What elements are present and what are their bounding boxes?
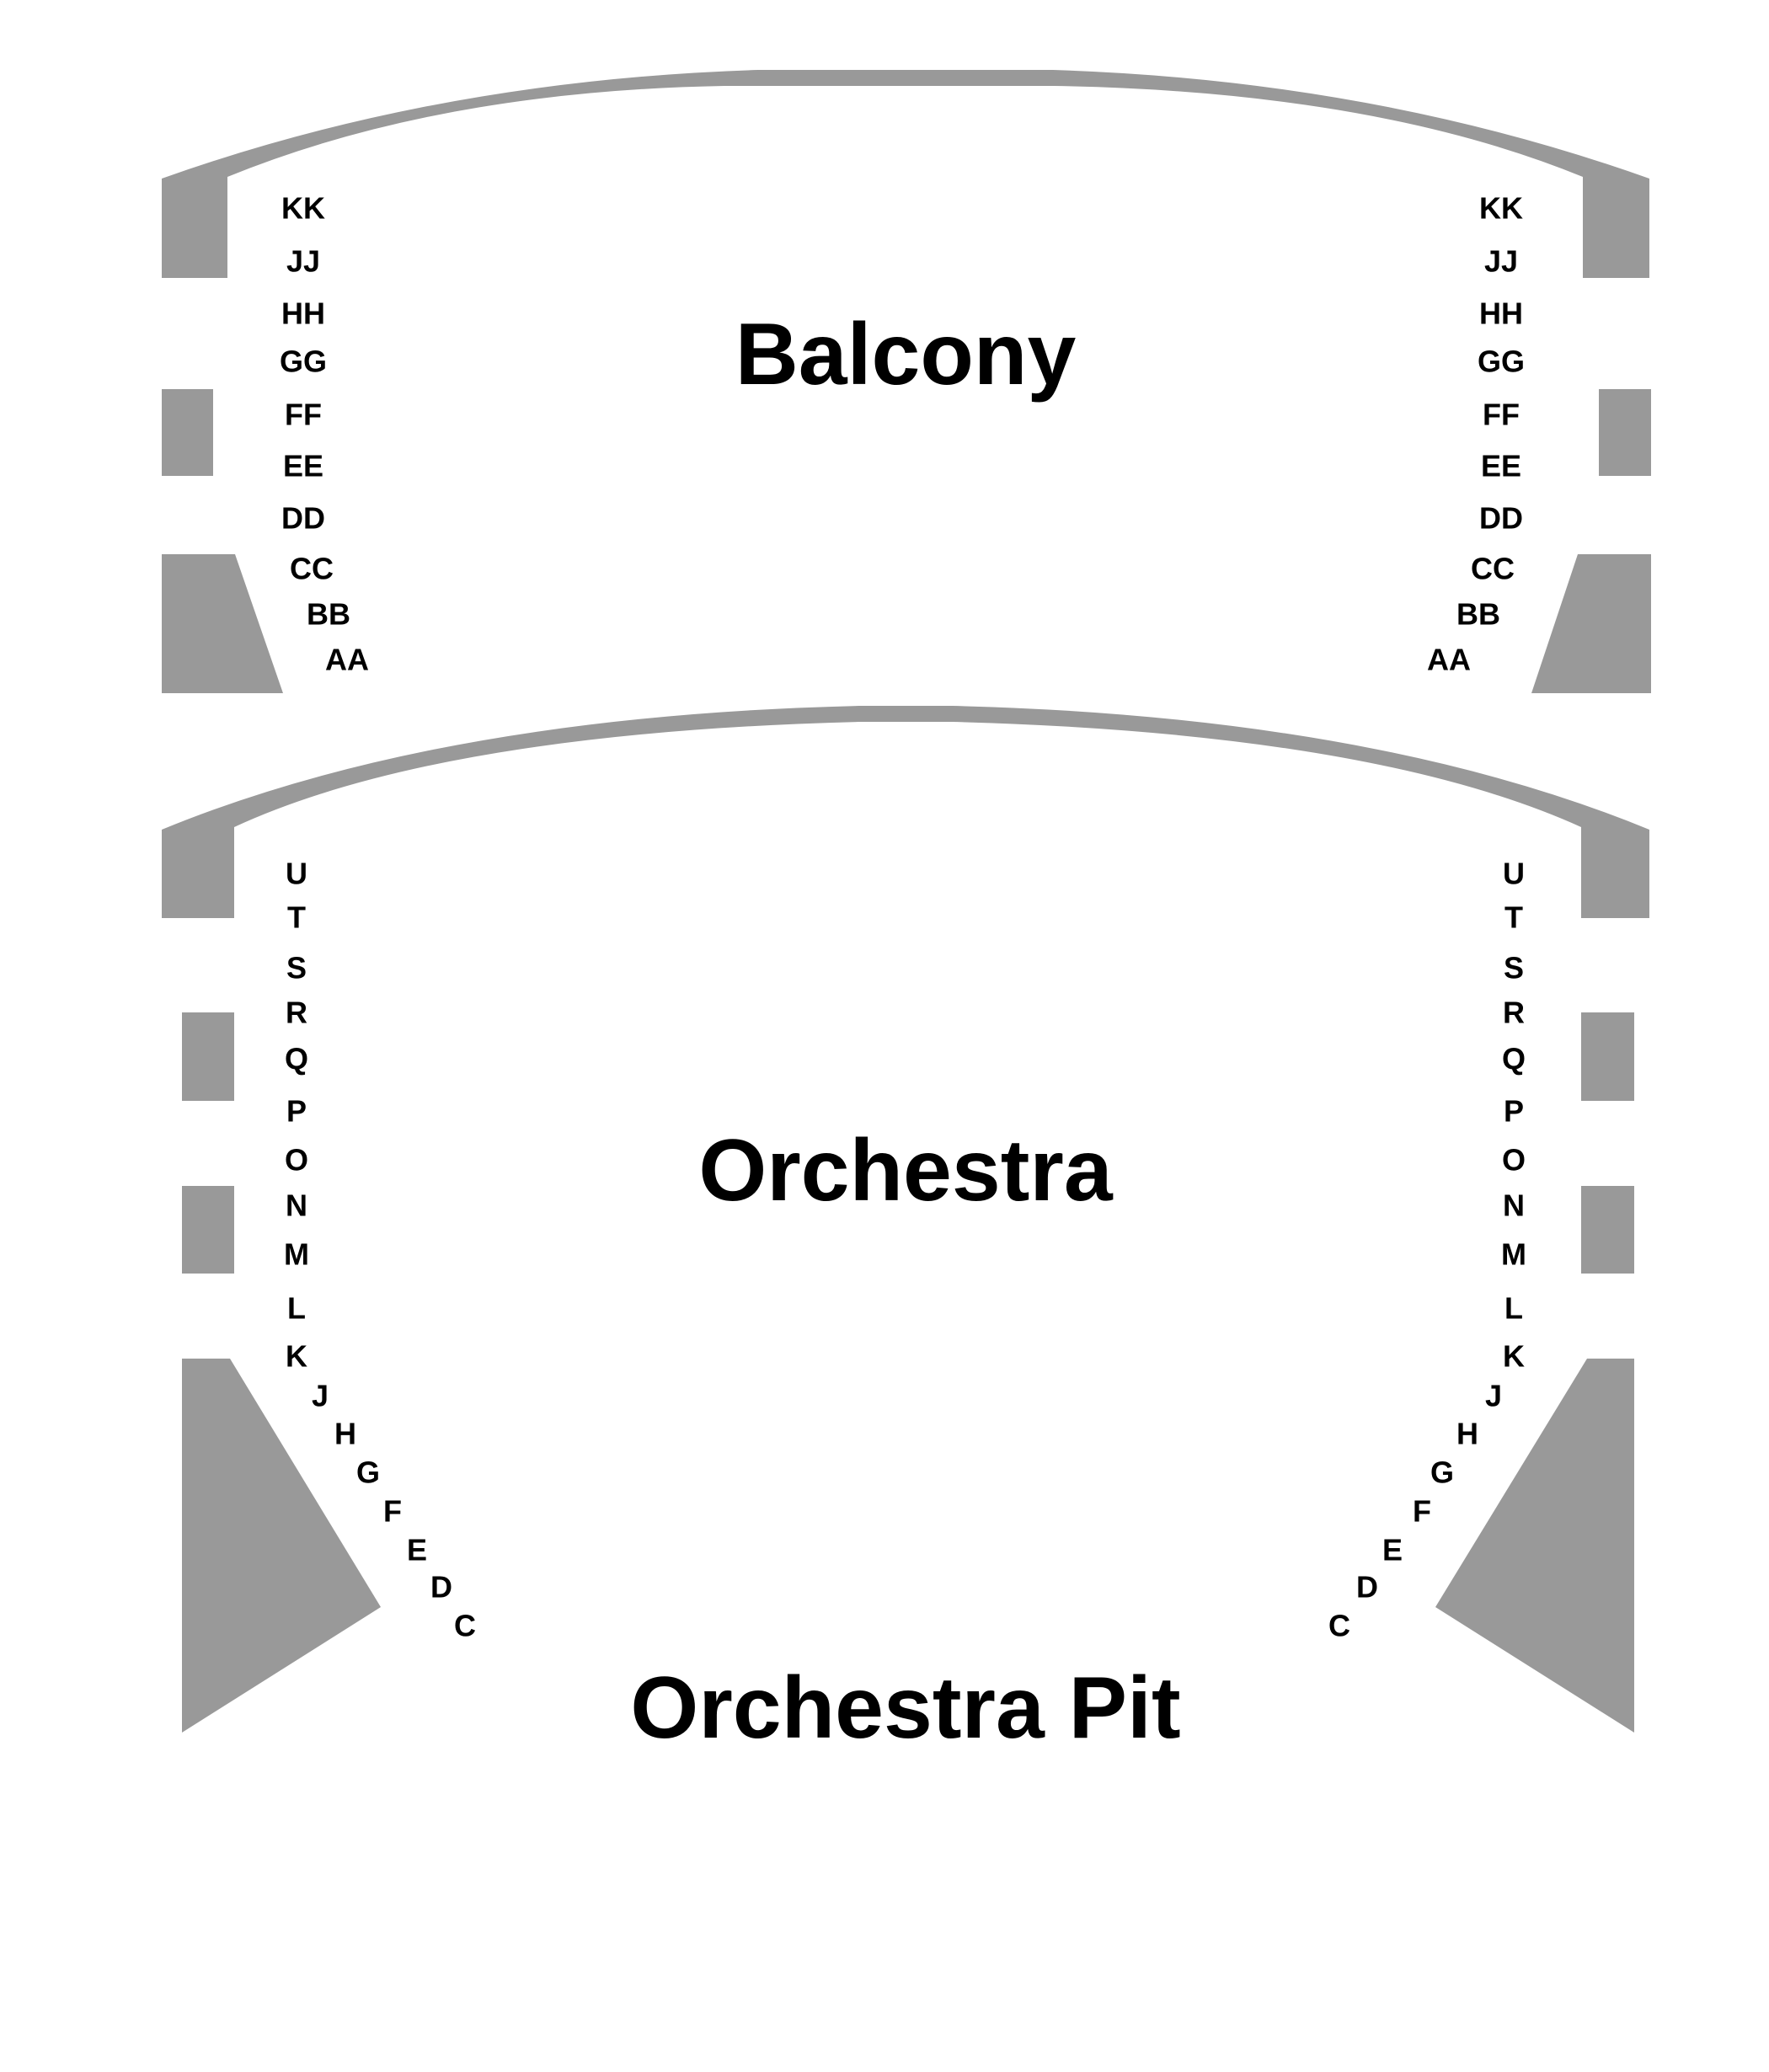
orchestra-right-row-e: E — [1382, 1533, 1403, 1567]
orchestra-right-row-n: N — [1503, 1188, 1525, 1223]
orchestra-right-row-h: H — [1456, 1417, 1478, 1451]
orchestra-right-upper-block — [1581, 1012, 1634, 1101]
orchestra-right-lower-block — [1581, 1186, 1634, 1274]
orchestra-right-row-k: K — [1503, 1339, 1525, 1374]
balcony-right-row-bb: BB — [1456, 597, 1500, 632]
orchestra-right-row-p: P — [1504, 1094, 1524, 1129]
orchestra-left-row-t: T — [287, 900, 306, 935]
balcony-left-row-kk: KK — [281, 191, 325, 226]
orchestra-left-row-s: S — [286, 951, 307, 985]
orchestra-right-front-wedge — [1435, 1359, 1634, 1733]
balcony-left-row-aa: AA — [325, 643, 369, 677]
orchestra-left-row-k: K — [286, 1339, 307, 1374]
orchestra-left-row-f: F — [383, 1494, 402, 1529]
orchestra-left-row-r: R — [286, 996, 307, 1030]
orchestra-left-row-q: Q — [285, 1042, 308, 1076]
orchestra-back-wall — [162, 706, 1649, 918]
orchestra-right-row-q: Q — [1502, 1042, 1526, 1076]
orchestra-walls — [162, 706, 1649, 1733]
orchestra-pit-title: Orchestra Pit — [630, 1659, 1180, 1757]
orchestra-right-row-o: O — [1502, 1143, 1526, 1178]
balcony-right-row-jj: JJ — [1484, 244, 1518, 279]
balcony-right-lower-block — [1531, 554, 1651, 693]
balcony-right-row-ee: EE — [1481, 449, 1521, 483]
orchestra-left-row-l: L — [287, 1291, 306, 1326]
balcony-right-row-gg: GG — [1478, 344, 1525, 379]
orchestra-title: Orchestra — [698, 1122, 1114, 1220]
orchestra-right-row-r: R — [1503, 996, 1525, 1030]
balcony-left-row-gg: GG — [280, 344, 327, 379]
orchestra-left-row-p: P — [286, 1094, 307, 1129]
orchestra-right-row-s: S — [1504, 951, 1524, 985]
balcony-left-row-dd: DD — [281, 501, 325, 536]
balcony-right-row-dd: DD — [1479, 501, 1523, 536]
balcony-title: Balcony — [735, 306, 1077, 403]
orchestra-right-row-f: F — [1413, 1494, 1431, 1529]
balcony-right-row-kk: KK — [1479, 191, 1523, 226]
orchestra-left-row-e: E — [407, 1533, 427, 1567]
balcony-back-wall — [162, 70, 1649, 278]
orchestra-left-row-m: M — [284, 1237, 309, 1272]
orchestra-right-row-m: M — [1501, 1237, 1526, 1272]
orchestra-left-row-g: G — [356, 1455, 380, 1490]
orchestra-left-row-d: D — [430, 1570, 452, 1605]
orchestra-right-row-j: J — [1485, 1379, 1502, 1413]
balcony-left-row-labels: KK JJ HH GG FF EE DD CC BB AA — [280, 191, 369, 677]
balcony-left-mid-block — [162, 389, 213, 476]
balcony-left-row-bb: BB — [307, 597, 350, 632]
balcony-left-row-hh: HH — [281, 296, 325, 331]
balcony-left-row-cc: CC — [290, 552, 334, 586]
orchestra-right-row-g: G — [1430, 1455, 1454, 1490]
balcony-left-row-jj: JJ — [286, 244, 320, 279]
balcony-left-lower-block — [162, 554, 283, 693]
orchestra-right-row-c: C — [1328, 1609, 1350, 1643]
balcony-right-mid-block — [1599, 389, 1651, 476]
balcony-right-row-hh: HH — [1479, 296, 1523, 331]
balcony-walls — [162, 70, 1651, 693]
orchestra-left-row-c: C — [454, 1609, 476, 1643]
orchestra-right-row-u: U — [1503, 857, 1525, 891]
balcony-left-row-ff: FF — [285, 398, 322, 432]
orchestra-left-row-j: J — [312, 1379, 329, 1413]
balcony-right-row-aa: AA — [1427, 643, 1471, 677]
orchestra-left-row-h: H — [334, 1417, 356, 1451]
orchestra-left-row-o: O — [285, 1143, 308, 1178]
orchestra-right-row-l: L — [1504, 1291, 1523, 1326]
orchestra-right-row-d: D — [1356, 1570, 1378, 1605]
balcony-right-row-labels: KK JJ HH GG FF EE DD CC BB AA — [1427, 191, 1525, 677]
orchestra-left-row-n: N — [286, 1188, 307, 1223]
orchestra-left-row-u: U — [286, 857, 307, 891]
balcony-right-row-ff: FF — [1483, 398, 1520, 432]
balcony-left-row-ee: EE — [283, 449, 323, 483]
orchestra-left-lower-block — [182, 1186, 234, 1274]
orchestra-left-upper-block — [182, 1012, 234, 1101]
balcony-right-row-cc: CC — [1471, 552, 1515, 586]
orchestra-right-row-t: T — [1504, 900, 1523, 935]
orchestra-left-front-wedge — [182, 1359, 381, 1733]
